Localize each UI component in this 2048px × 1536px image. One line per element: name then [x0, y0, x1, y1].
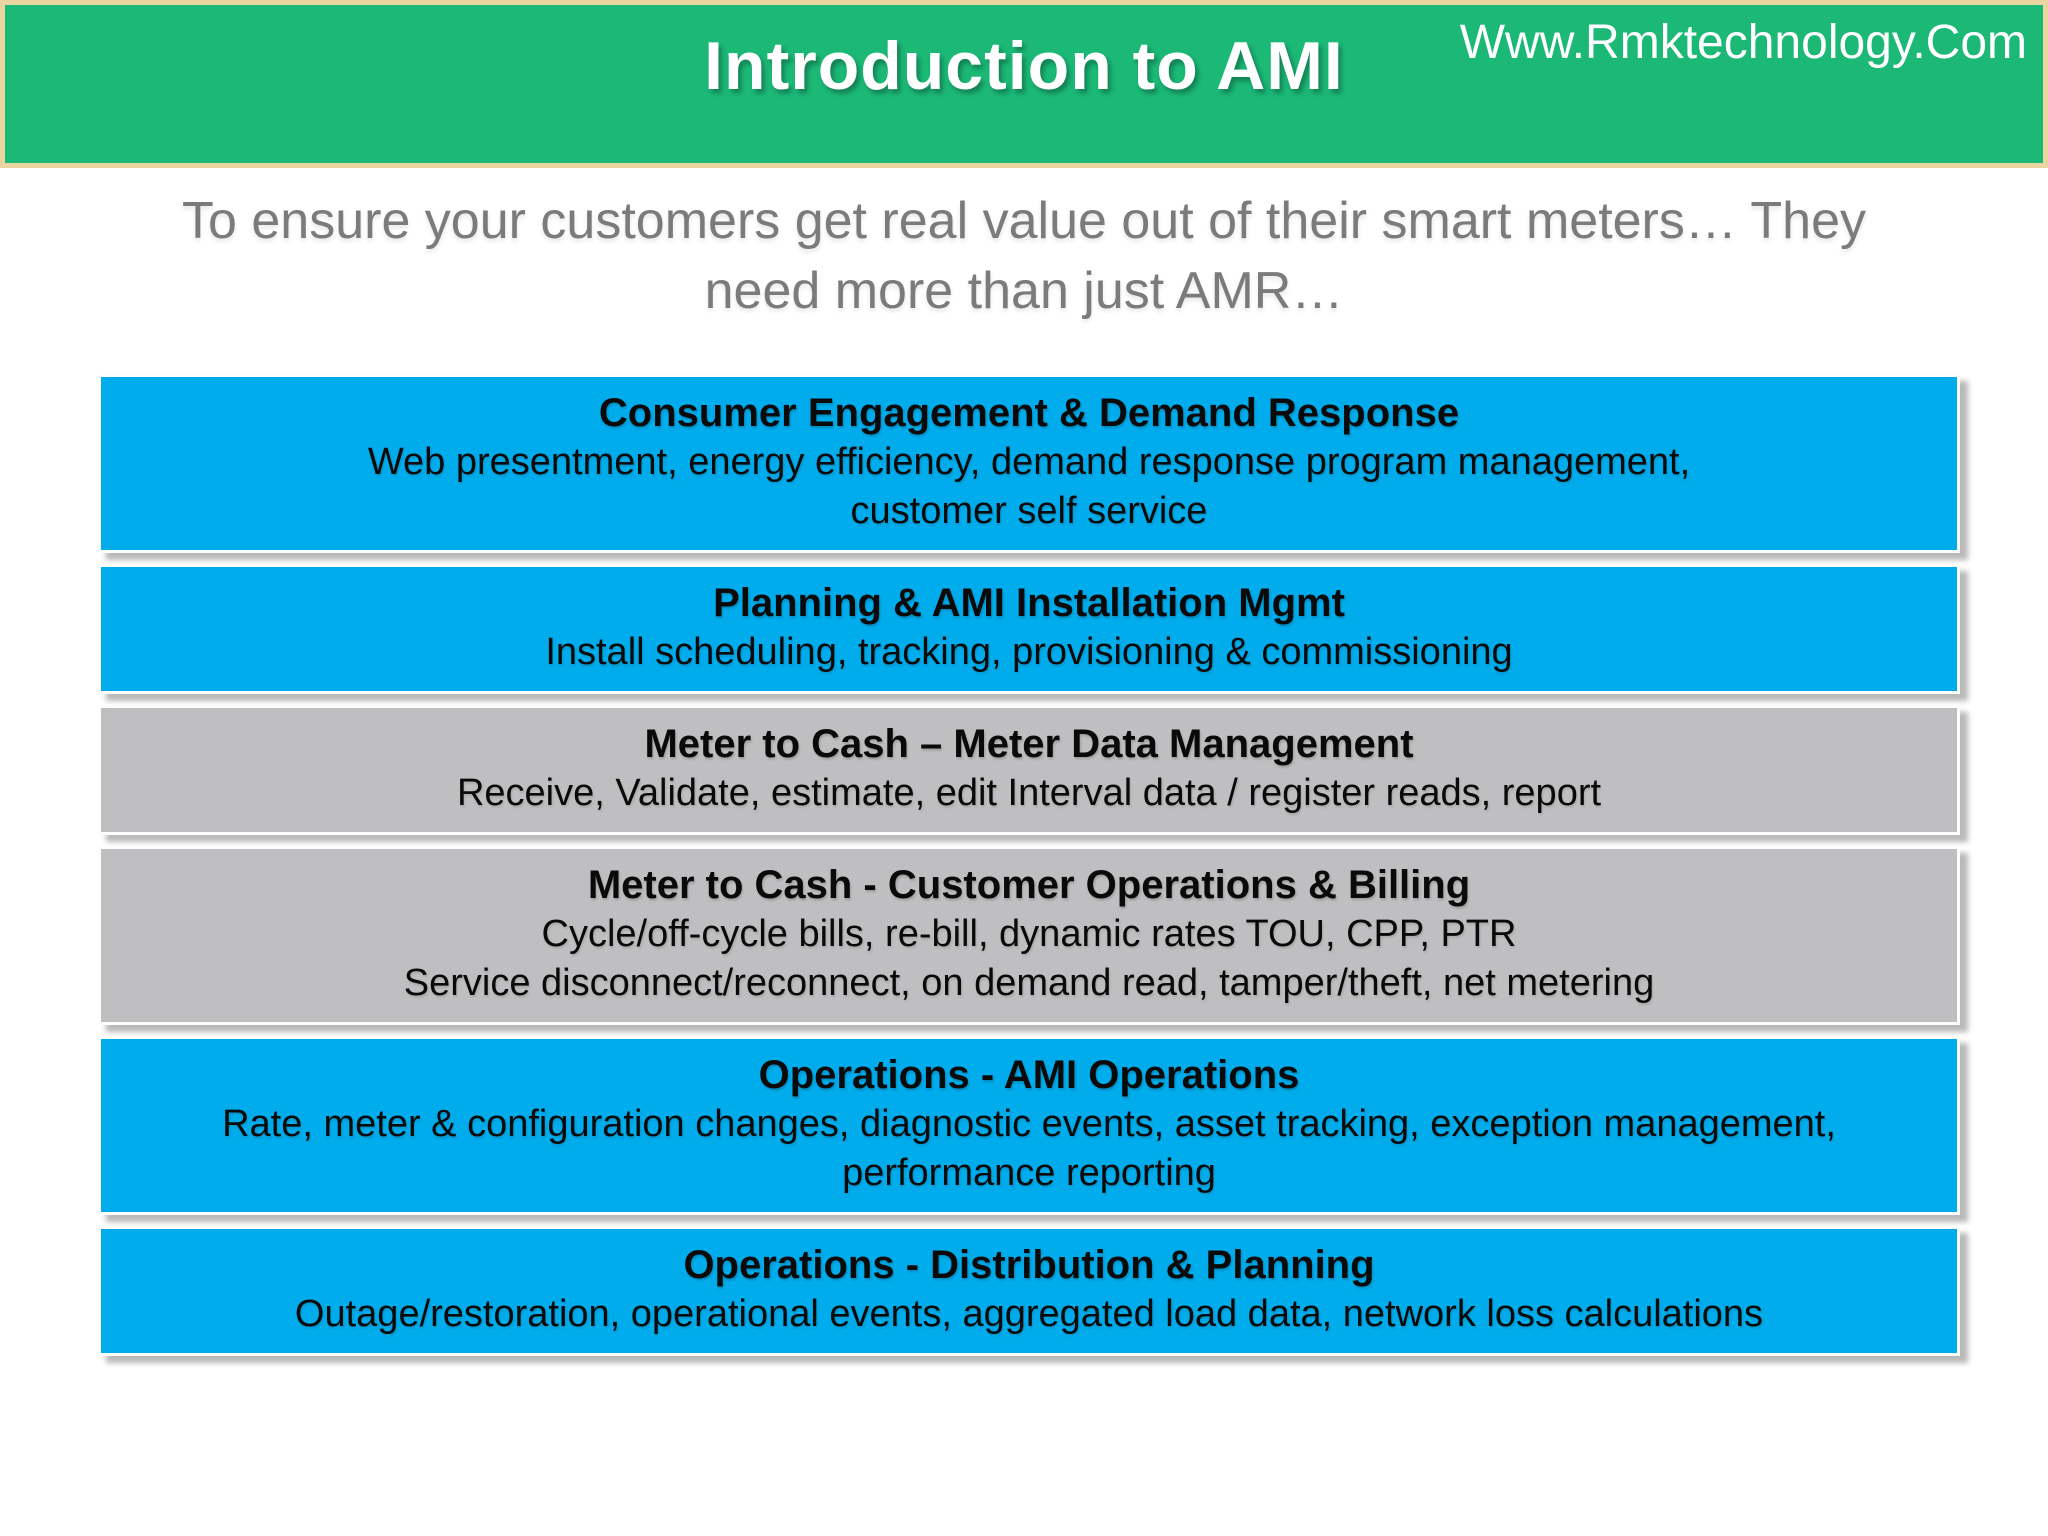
- subtitle-line-2: need more than just AMR…: [704, 262, 1344, 320]
- process-box-title: Consumer Engagement & Demand Response: [598, 391, 1460, 435]
- process-box-body: Receive, Validate, estimate, edit Interv…: [456, 772, 1602, 814]
- process-box-body: Web presentment, energy efficiency, dema…: [367, 441, 1691, 532]
- subtitle: To ensure your customers get real value …: [0, 186, 2048, 326]
- process-box-body: Cycle/off-cycle bills, re-bill, dynamic …: [403, 913, 1655, 1004]
- process-box-body: Rate, meter & configuration changes, dia…: [222, 1103, 1836, 1194]
- process-box-title: Meter to Cash – Meter Data Management: [644, 722, 1414, 766]
- process-box-title: Meter to Cash - Customer Operations & Bi…: [587, 863, 1471, 907]
- process-box-title: Operations - Distribution & Planning: [683, 1243, 1375, 1287]
- process-box-title: Operations - AMI Operations: [758, 1053, 1300, 1097]
- process-box-title: Planning & AMI Installation Mgmt: [713, 581, 1345, 625]
- process-box-body: Outage/restoration, operational events, …: [294, 1293, 1764, 1335]
- header-bar: Introduction to AMI Www.Rmktechnology.Co…: [0, 0, 2048, 168]
- subtitle-line-1: To ensure your customers get real value …: [182, 192, 1866, 250]
- slide-title: Introduction to AMI: [704, 28, 1344, 104]
- website-text: Www.Rmktechnology.Com: [1459, 16, 2027, 69]
- process-box-body: Install scheduling, tracking, provisioni…: [545, 631, 1513, 673]
- process-box-4: Meter to Cash - Customer Operations & Bi…: [98, 846, 1960, 1025]
